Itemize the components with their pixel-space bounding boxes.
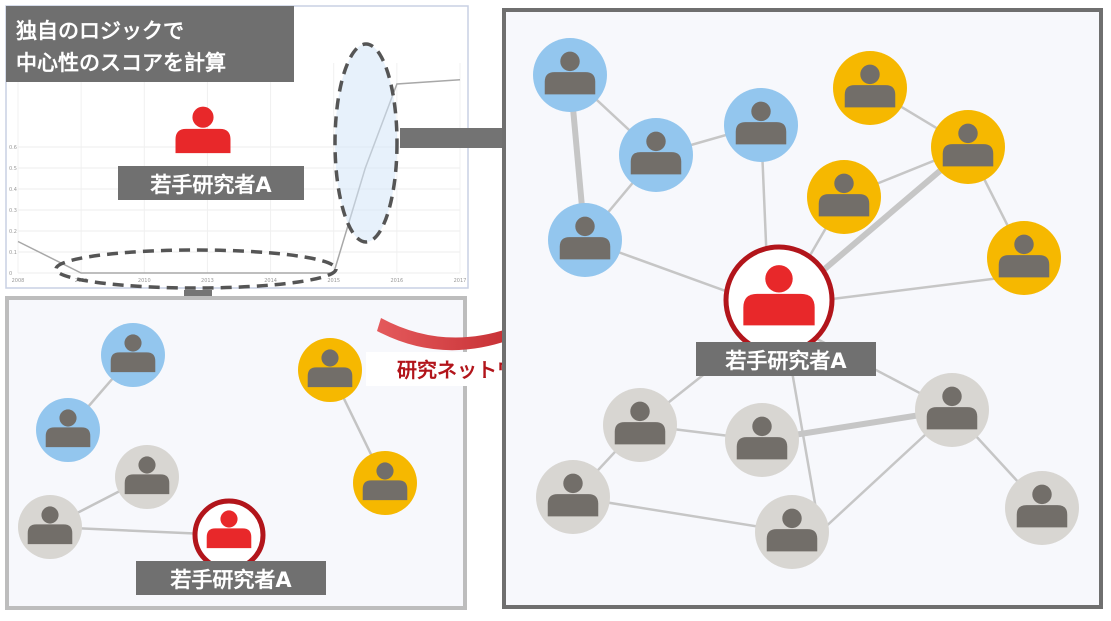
chart-x-tick-label: 2008	[12, 278, 25, 284]
chart-y-tick-label: 0.6	[9, 145, 17, 151]
flat-period-highlight	[54, 248, 338, 290]
researcher-label: 若手研究者A	[169, 568, 292, 592]
researcher-label: 若手研究者A	[724, 349, 847, 373]
researcher-label-box	[136, 561, 326, 595]
callout-line-2: 中心性のスコアを計算	[16, 51, 226, 75]
chart-x-tick-label: 2013	[201, 278, 214, 284]
chart-x-tick-label: 2010	[138, 278, 151, 284]
researcher-label-box	[118, 166, 304, 200]
callout-box	[6, 6, 294, 82]
small-network-nodes	[18, 323, 417, 572]
chart-y-tick-label: 0.3	[9, 208, 17, 214]
chart-x-tick-label: 2016	[390, 278, 403, 284]
rise-period-highlight	[333, 42, 399, 244]
researcher-label: 若手研究者A	[149, 173, 272, 197]
chart-y-ticks: 0 0.1 0.2 0.3 0.4 0.5 0.6	[9, 145, 17, 277]
chart-y-tick-label: 0	[9, 271, 12, 277]
chart-x-tick-label: 2015	[327, 278, 340, 284]
callout-line-1: 独自のロジックで	[16, 19, 184, 43]
right-arrow	[400, 109, 542, 167]
large-network-nodes	[533, 38, 1079, 569]
researcher-label-box	[696, 342, 876, 376]
chart-x-tick-label: 2017	[454, 278, 467, 284]
small-network-panel: 若手研究者A	[5, 296, 467, 610]
chart-y-tick-label: 0.1	[9, 250, 17, 256]
chart-y-tick-label: 0.4	[9, 187, 17, 193]
chart-y-tick-label: 0.5	[9, 166, 17, 172]
large-network-panel: 若手研究者A	[502, 8, 1103, 609]
chart-y-tick-label: 0.2	[9, 229, 17, 235]
chart-x-tick-label: 2014	[264, 278, 277, 284]
